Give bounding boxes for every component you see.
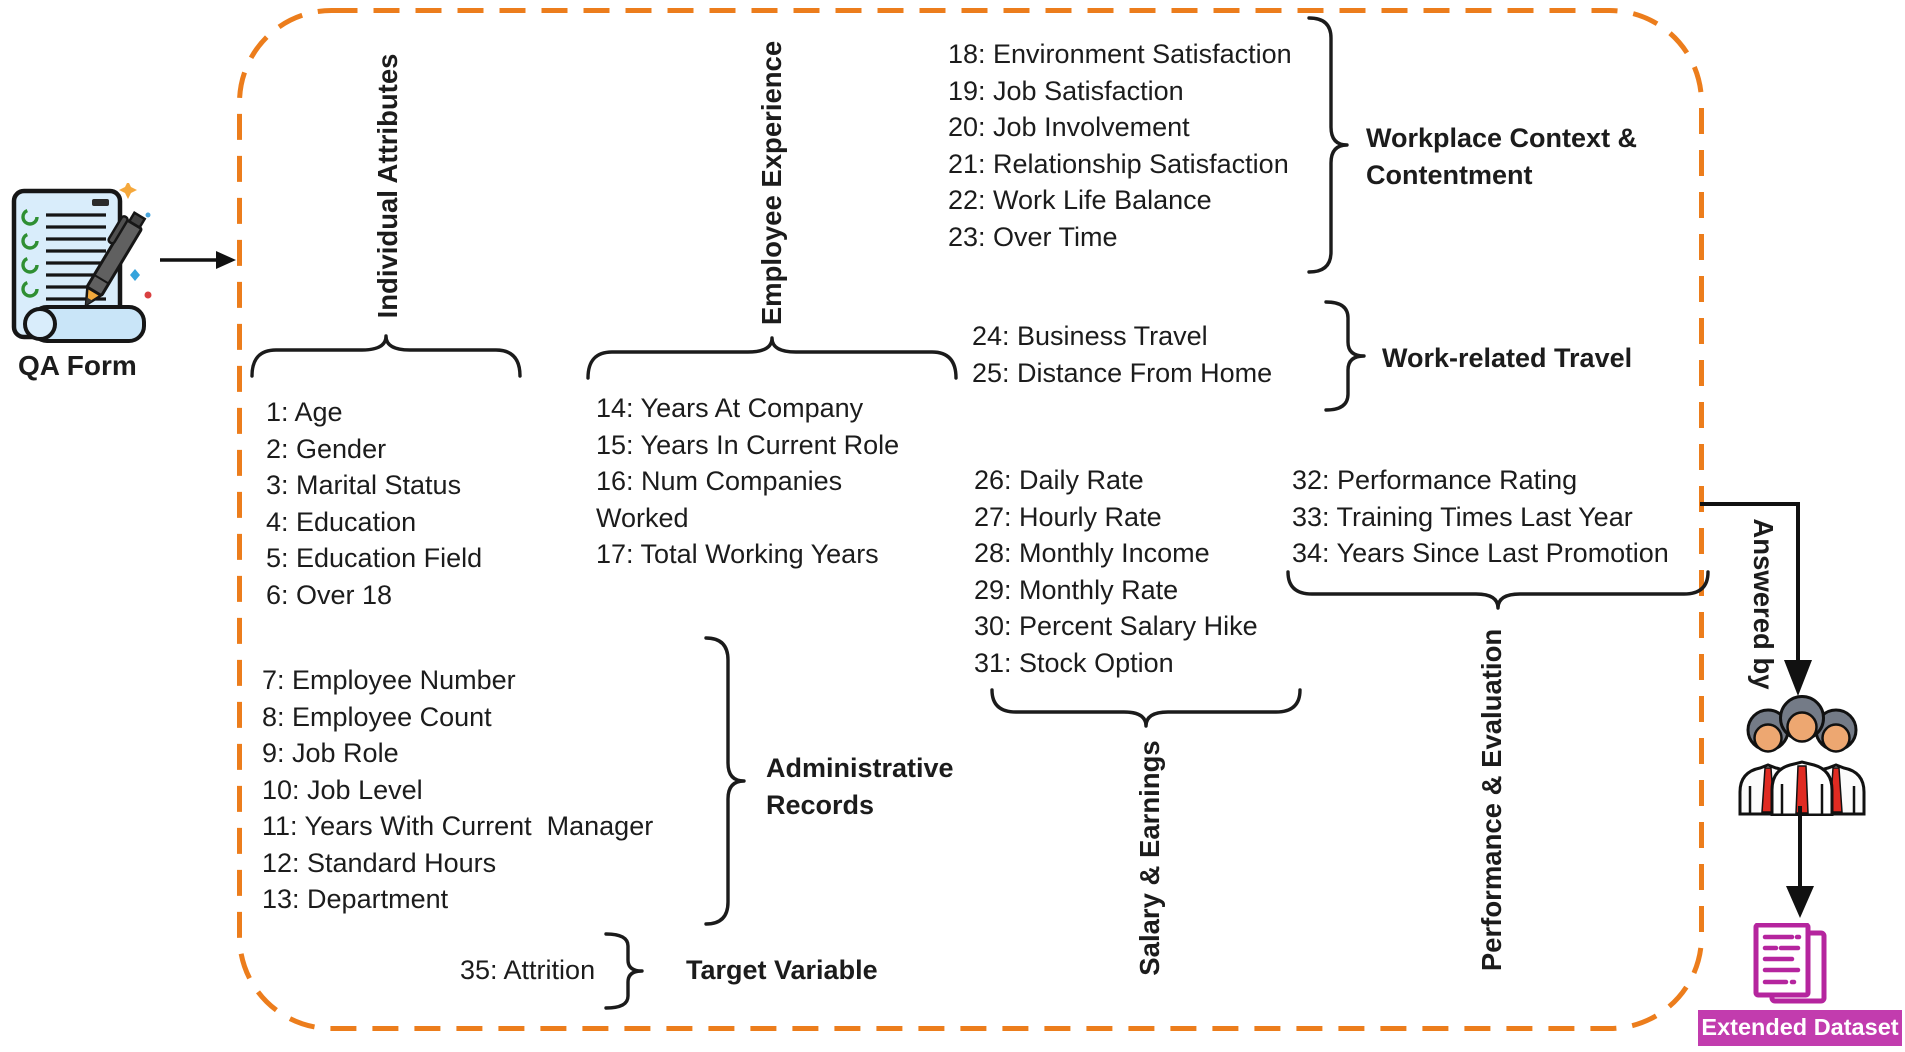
- attribute-item: 24: Business Travel: [972, 321, 1208, 351]
- attribute-item: 4: Education: [266, 506, 417, 537]
- category-label-performance-evaluation: Performance & Evaluation: [1476, 628, 1507, 972]
- brace-administrative-records: [704, 636, 746, 926]
- brace-salary-earnings: [990, 688, 1302, 728]
- attribute-item: 3: Marital Status: [266, 470, 462, 500]
- attribute-item: 16: Num Companies Worked: [596, 466, 843, 533]
- attribute-item: 20: Job Involvement: [948, 112, 1190, 142]
- category-label-salary-earnings: Salary & Earnings: [1134, 740, 1165, 976]
- attribute-item: 17: Total Working Years: [596, 539, 879, 569]
- attribute-item: 2: Gender: [266, 433, 387, 464]
- attribute-item: 15: Years In Current Role: [596, 429, 900, 460]
- work-related-travel-list: 24: Business Travel 25: Distance From Hom…: [972, 318, 1312, 391]
- team-icon: [1738, 695, 1866, 816]
- attribute-item: 29: Monthly Rate: [974, 574, 1179, 605]
- brace-target-variable: [604, 932, 644, 1010]
- attribute-item: 28: Monthly Income: [974, 538, 1210, 568]
- individual-attributes-list: 1: Age 2: Gender 3: Marital Status 4: Educa…: [266, 394, 596, 613]
- attribute-item: 12: Standard Hours: [262, 847, 497, 878]
- qa-form-icon: [11, 183, 152, 343]
- category-label-target-variable: Target Variable: [686, 955, 878, 985]
- sparkle-star-icon: [119, 183, 137, 199]
- attribute-item: 14: Years At Company: [596, 393, 864, 423]
- brace-performance-evaluation: [1286, 570, 1710, 610]
- extended-dataset-icon: [1753, 923, 1827, 1004]
- attribute-item: 30: Percent Salary Hike: [974, 611, 1258, 641]
- brace-workplace-context: [1307, 16, 1349, 274]
- qa-form-label: QA Form: [18, 350, 137, 381]
- attribute-item: 23: Over Time: [948, 221, 1118, 252]
- attribute-item: 31: Stock Option: [974, 647, 1174, 678]
- category-label-work-related-travel: Work-related Travel: [1382, 343, 1633, 373]
- sparkle-diamond-icon: [130, 269, 140, 281]
- attribute-item: 19: Job Satisfaction: [948, 75, 1184, 106]
- category-label-individual-attributes: Individual Attributes: [372, 53, 403, 319]
- target-variable-list: 35: Attrition: [460, 952, 640, 989]
- arrow-elbow-down-icon: [1700, 502, 1812, 696]
- attribute-item: 10: Job Level: [262, 774, 423, 805]
- salary-earnings-list: 26: Daily Rate 27: Hourly Rate 28: Monthly…: [974, 462, 1304, 681]
- brace-work-related-travel: [1324, 300, 1366, 412]
- attribute-item: 27: Hourly Rate: [974, 501, 1162, 532]
- brace-employee-experience: [586, 336, 958, 380]
- attribute-item: 34: Years Since Last Promotion: [1292, 538, 1669, 568]
- arrow-right-icon: [160, 251, 236, 269]
- attribute-item: 9: Job Role: [262, 738, 399, 768]
- category-label-employee-experience: Employee Experience: [756, 40, 787, 326]
- workplace-context-list: 18: Environment Satisfaction 19: Job Sati…: [948, 36, 1328, 255]
- attribute-item: 7: Employee Number: [262, 665, 516, 695]
- attribute-item: 6: Over 18: [266, 579, 393, 610]
- attribute-item: 32: Performance Rating: [1292, 465, 1578, 495]
- attribute-item: 26: Daily Rate: [974, 465, 1144, 495]
- attribute-item: 25: Distance From Home: [972, 357, 1273, 388]
- attribute-item: 33: Training Times Last Year: [1292, 501, 1633, 532]
- arrow-down-icon: [1786, 806, 1814, 918]
- attribute-item: 8: Employee Count: [262, 701, 492, 732]
- attribute-item: 1: Age: [266, 397, 343, 427]
- attribute-item: 11: Years With Current Manager: [262, 811, 654, 841]
- performance-evaluation-list: 32: Performance Rating 33: Training Times…: [1292, 462, 1712, 572]
- category-label-workplace-context: Workplace Context & Contentment: [1366, 123, 1638, 190]
- category-label-administrative-records: Administrative Records: [766, 753, 954, 820]
- attribute-item: 5: Education Field: [266, 543, 483, 573]
- attribute-item: 35: Attrition: [460, 955, 596, 985]
- extended-dataset-badge: Extended Dataset: [1698, 1010, 1902, 1046]
- administrative-records-list: 7: Employee Number 8: Employee Count 9: Jo…: [262, 662, 702, 918]
- employee-experience-list: 14: Years At Company 15: Years In Current…: [596, 390, 956, 573]
- attribute-item: 22: Work Life Balance: [948, 185, 1212, 215]
- attribute-item: 21: Relationship Satisfaction: [948, 148, 1289, 179]
- brace-individual-attributes: [250, 334, 522, 378]
- attribute-item: 13: Department: [262, 884, 449, 914]
- attribute-item: 18: Environment Satisfaction: [948, 39, 1292, 69]
